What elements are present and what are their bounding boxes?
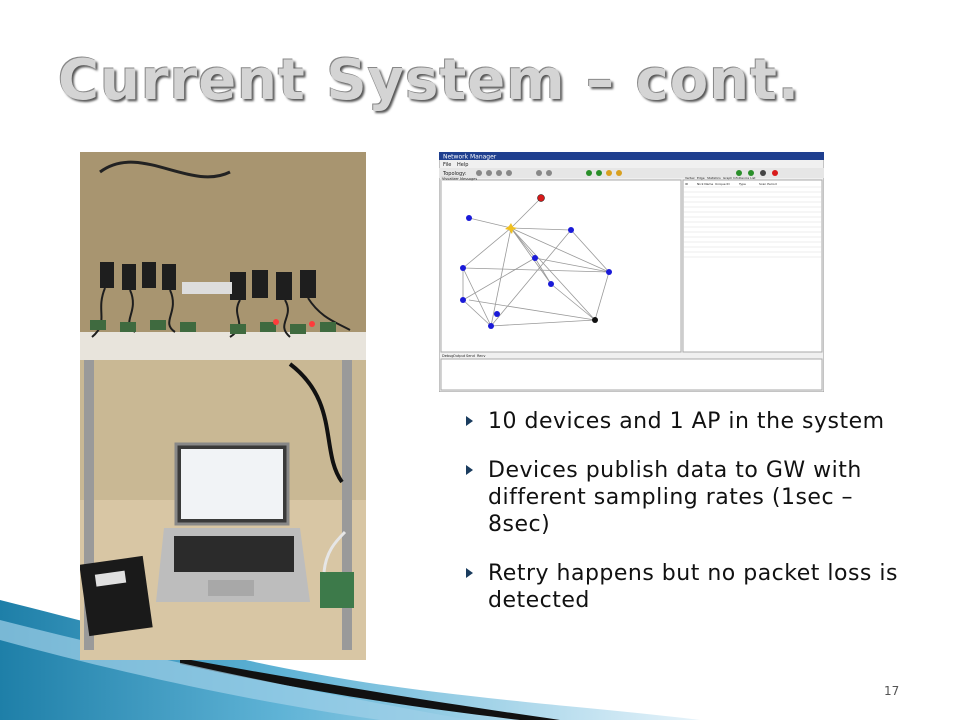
console-panel [440,358,823,391]
network-manager-screenshot: Network Manager File Help Topology: Visu… [438,151,825,393]
menu-help[interactable]: Help [457,162,468,168]
table-header: ID Nick Name Unique ID Type Scan Period [685,182,777,186]
tab-messages[interactable]: Messages [460,177,477,181]
network-edges [462,197,610,327]
bullet-list: 10 devices and 1 AP in the system Device… [466,408,906,636]
network-manager-window: Network Manager File Help Topology: Visu… [438,151,825,393]
tab-output[interactable]: Output [453,354,466,358]
tab-vertex[interactable]: Vertex [685,176,695,180]
lab-setup-photo [80,152,366,660]
bullet-arrow-icon [466,568,473,578]
tab-debug[interactable]: Debug [442,354,454,358]
bullet-item: Devices publish data to GW with differen… [466,457,906,538]
decorative-wave [0,600,700,720]
bullet-item: Retry happens but no packet loss is dete… [466,560,906,614]
tab-visualizer[interactable]: Visualizer [442,177,459,181]
page-number: 17 [884,684,900,698]
tab-device-list[interactable]: Device List [739,176,756,180]
menu-file[interactable]: File [443,162,451,168]
tab-statistics[interactable]: Statistics [707,176,721,180]
tab-recv[interactable]: Recv [477,354,485,358]
tab-graph-info[interactable]: Graph Info [723,176,739,180]
bullet-item: 10 devices and 1 AP in the system [466,408,906,435]
svg-text:Unique ID: Unique ID [715,182,730,186]
tab-send[interactable]: Send [466,354,475,358]
svg-text:Type: Type [738,182,746,186]
toolbar-icons[interactable] [476,170,778,176]
slide-title: Current System – cont. [58,48,801,113]
bullet-arrow-icon [466,416,473,426]
svg-text:Nick Name: Nick Name [697,182,713,186]
svg-text:Scan Period: Scan Period [759,182,777,186]
bullet-arrow-icon [466,465,473,475]
window-title: Network Manager [443,154,497,161]
svg-text:ID: ID [685,182,689,186]
device-table-rows [683,186,822,258]
toolbar-topology-label: Topology: [442,171,467,177]
tab-edge[interactable]: Edge [697,176,705,180]
network-nodes [460,194,612,329]
